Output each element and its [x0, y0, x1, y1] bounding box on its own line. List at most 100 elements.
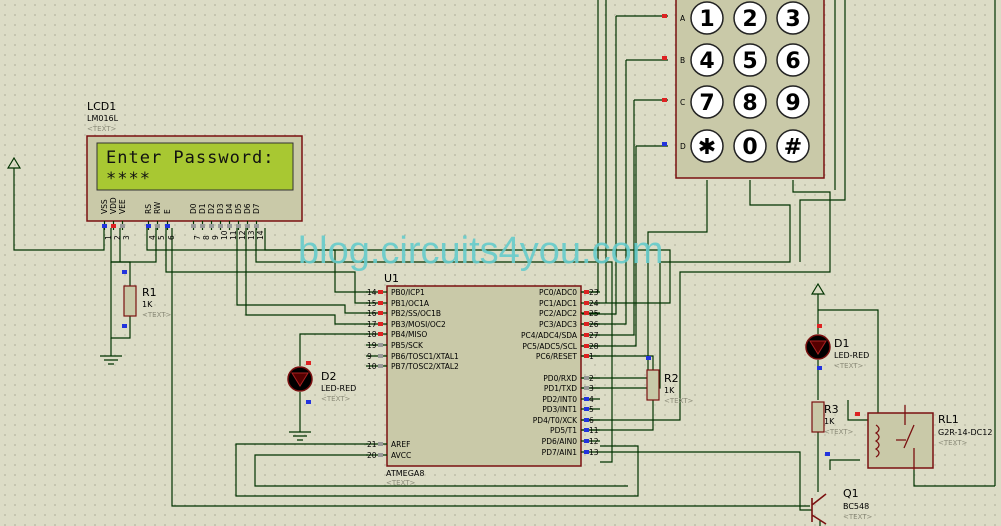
mcu-pin-marker	[584, 311, 589, 315]
keypad-key-label: 4	[699, 49, 714, 74]
lcd-pin-marker	[146, 224, 151, 228]
lcd-pin-marker	[236, 224, 241, 228]
mcu-pin-number: 2	[589, 374, 594, 383]
keypad-pin-marker	[662, 14, 667, 18]
lcd-pin-marker	[254, 224, 259, 228]
lcd-pin-number: 1	[104, 235, 113, 240]
mcu-pin-marker	[584, 386, 589, 390]
resistor-r2[interactable]: R2 1K <TEXT>	[646, 356, 694, 405]
lcd-pin-marker	[191, 224, 196, 228]
r1-body	[123, 285, 137, 317]
mcu-pin-number: 28	[589, 342, 599, 351]
r3-pin-marker	[825, 452, 830, 456]
mcu-pin-label: PB4/MISO	[391, 330, 427, 339]
rl1-model: G2R-14-DC12	[938, 428, 992, 437]
d1-symbol	[809, 340, 827, 355]
r2-pin-marker	[646, 356, 651, 360]
mcu-pin-marker	[584, 418, 589, 422]
keypad-pin-marker	[662, 56, 667, 60]
relay-rl1[interactable]: RL1 G2R-14-DC12 <TEXT>	[855, 405, 992, 470]
d1-pin-marker	[817, 324, 822, 328]
rl1-coil	[874, 424, 880, 458]
mcu-pin-number: 14	[367, 288, 377, 297]
r3-body	[811, 401, 825, 433]
mcu-pin-marker	[378, 290, 383, 294]
mcu-pin-number: 21	[367, 440, 377, 449]
lcd-pin-marker	[111, 224, 116, 228]
mcu-pin-marker	[584, 439, 589, 443]
lcd-screen	[96, 142, 294, 191]
mcu-pin-number: 23	[589, 288, 599, 297]
mcu-pin-number: 24	[589, 299, 599, 308]
r3-ref: R3	[824, 403, 839, 416]
mcu-pin-label: PB1/OC1A	[391, 299, 430, 308]
keypad-key-button	[690, 1, 724, 35]
led-d2[interactable]: D2 LED-RED <TEXT>	[287, 361, 356, 404]
lcd-pin-marker	[209, 224, 214, 228]
keypad-key-label: 2	[742, 7, 757, 32]
keypad-key-label: 8	[742, 91, 757, 116]
keypad-key-button	[733, 129, 767, 163]
mcu-pin-marker	[584, 290, 589, 294]
d2-pin-marker	[306, 361, 311, 365]
mcu-text-placeholder: <TEXT>	[386, 479, 416, 487]
lcd-ref: LCD1	[87, 100, 116, 113]
mcu-pin-marker	[378, 364, 383, 368]
mcu-pin-number: 1	[589, 352, 594, 361]
ground-symbol-2	[289, 431, 311, 441]
power-terminal-right	[810, 282, 826, 298]
resistor-r3[interactable]: R3 1K <TEXT>	[811, 401, 854, 456]
keypad-key-label: 1	[699, 7, 714, 32]
lcd-pin-number: 5	[157, 235, 166, 240]
resistor-r1[interactable]: R1 1K <TEXT>	[122, 270, 172, 328]
mcu-pin-number: 13	[589, 448, 599, 457]
rl1-contact	[896, 405, 915, 470]
mcu-pin-marker	[584, 333, 589, 337]
q1-symbol	[811, 493, 827, 525]
lcd-pin-number: 7	[193, 235, 202, 240]
keypad-pin-marker	[662, 98, 667, 102]
mcu-pin-label: PC6/RESET	[536, 352, 578, 361]
keypad-row-label: D	[680, 142, 686, 151]
mcu-pin-marker	[584, 344, 589, 348]
keypad-pin-marker	[662, 142, 667, 146]
lcd-pin-marker	[218, 224, 223, 228]
mcu-pin-marker	[584, 354, 589, 358]
mcu-pin-number: 3	[589, 384, 594, 393]
mcu-ref: U1	[384, 272, 399, 285]
keypad-key-button	[733, 1, 767, 35]
d2-pin-marker	[306, 400, 311, 404]
d1-text-placeholder: <TEXT>	[834, 362, 864, 370]
d1-pin-marker	[817, 366, 822, 370]
lcd-pin-label: D1	[198, 203, 207, 214]
mcu-pin-label: PB5/SCK	[391, 341, 424, 350]
mcu-pin-marker	[378, 332, 383, 336]
mcu-pin-label: PD6/AIN0	[542, 437, 578, 446]
lcd-pin-number: 11	[229, 230, 238, 240]
lcd-pin-label: VEE	[118, 199, 127, 214]
keypad-key-label: 3	[785, 7, 800, 32]
mcu-pin-number: 26	[589, 320, 599, 329]
lcd-pin-marker	[102, 224, 107, 228]
mcu-pin-marker	[584, 428, 589, 432]
r3-value: 1K	[824, 417, 835, 426]
lcd-pin-label: D6	[243, 203, 252, 214]
lcd-pin-marker	[200, 224, 205, 228]
mcu-model: ATMEGA8	[386, 469, 424, 478]
keypad-key-button	[690, 43, 724, 77]
transistor-q1[interactable]: Q1 BC548 <TEXT>	[811, 487, 873, 525]
led-d1[interactable]: D1 LED-RED <TEXT>	[805, 324, 869, 370]
lcd-component[interactable]: LCD1 LM016L <TEXT> Enter Password: **** …	[86, 100, 303, 240]
q1-model: BC548	[843, 502, 869, 511]
r1-pin-marker	[122, 324, 127, 328]
lcd-pin-number: 6	[167, 235, 176, 240]
r3-text-placeholder: <TEXT>	[824, 428, 854, 436]
mcu-pin-number: 19	[367, 341, 377, 350]
mcu-pin-label: PD4/T0/XCK	[533, 416, 578, 425]
mcu-pin-label: PB2/SS/OC1B	[391, 309, 441, 318]
